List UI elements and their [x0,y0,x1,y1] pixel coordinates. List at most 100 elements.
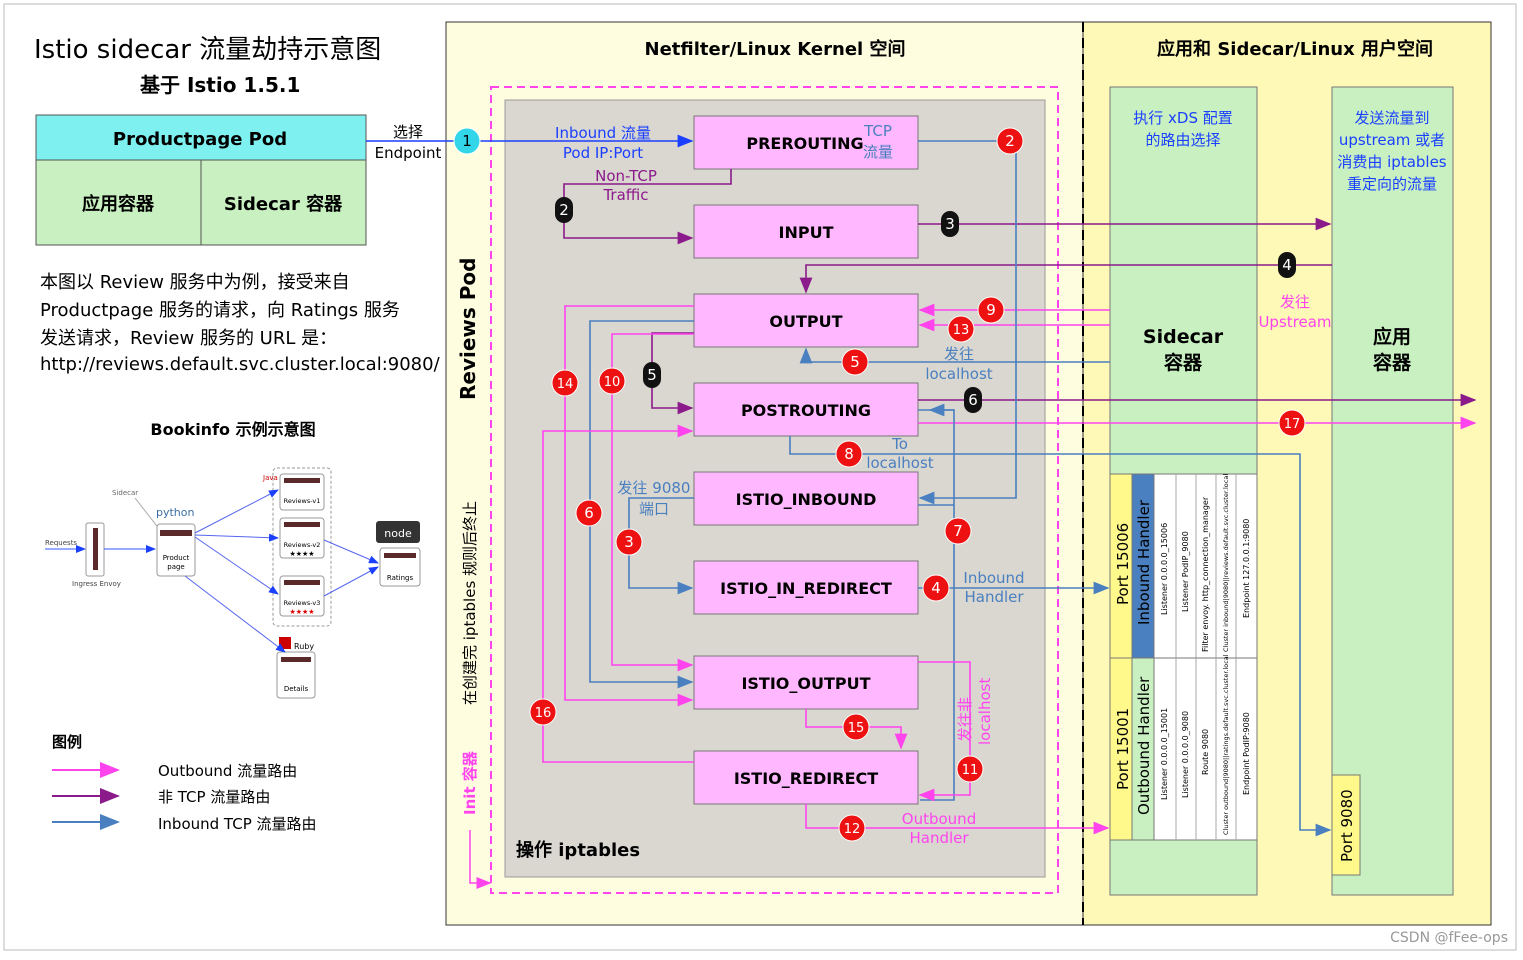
non-localhost-label: 发往非 [956,697,974,742]
inbound-detail: Cluster inbound|9080||reviews.default.sv… [1222,474,1230,652]
watermark: CSDN @fFee-ops [1390,930,1508,946]
step-marker: 6 [575,499,603,527]
step-number: 14 [557,377,574,392]
step-number: 9 [986,301,996,319]
legend-non-tcp: 非 TCP 流量路由 [158,788,270,806]
localhost-label: localhost [866,454,933,472]
sidecar-name: 容器 [1164,351,1203,374]
flow-line [918,661,971,802]
chain-label: ISTIO_INBOUND [736,490,877,509]
java-logo: Java [262,474,278,482]
step-marker: 5 [841,348,869,376]
step-marker: 1 [453,127,481,155]
bookinfo-title: Bookinfo 示例示意图 [150,420,315,439]
step-marker: 2 [996,127,1024,155]
page-title: Istio sidecar 流量劫持示意图 [34,35,381,65]
app-container-label: 应用容器 [82,193,155,215]
chain-istio-inbound: ISTIO_INBOUND [693,471,919,526]
step-number: 10 [604,375,621,390]
chain-label: PREROUTING [746,134,863,153]
app-container-box [1331,86,1454,896]
inbound-detail: Listener 0.0.0.0_15006 [1160,523,1169,615]
flow-line [789,436,1332,837]
ruby-logo: Ruby [294,642,314,651]
sidecar-name: Sidecar [1143,326,1224,348]
ingress-label: Ingress Envoy [72,580,121,588]
flow-labels: Inbound 流量 Pod IP:Port TCP 流量 Non-TCP Tr… [555,122,1332,847]
description: 本图以 Review 服务中为例，接受来自 Productpage 服务的请求，… [40,272,441,375]
legend-title: 图例 [52,733,82,751]
chain-postrouting: POSTROUTING [693,382,919,437]
route-choice-label: 执行 xDS 配置 [1133,109,1233,127]
upstream-label: Upstream [1258,313,1331,331]
ratings-mini-label: Ratings [387,574,414,582]
step-number: 13 [953,323,970,338]
step-marker: 3 [615,528,643,556]
inbound-detail: Listener PodIP_9080 [1181,531,1190,612]
step-number: 17 [1284,417,1301,432]
bookinfo-diagram: Bookinfo 示例示意图 Requests Ingress Envoy Si… [45,420,421,699]
step-marker: 14 [551,369,579,397]
step-number: 16 [535,706,552,721]
productpage-mini-label: page [167,563,184,571]
inbound-handler-flow-label: Inbound [963,569,1024,587]
step-marker: 8 [835,440,863,468]
step-number: 5 [850,353,860,371]
init-container-label: Init 容器 [461,750,479,815]
outbound-detail: Endpoint PodIP:9080 [1242,712,1251,795]
outbound-handler-label: Outbound Handler [1135,676,1153,815]
select-label: 选择 [393,123,423,141]
flow-line [805,804,1110,835]
flow-line [564,305,694,707]
route-choice-label: 的路由选择 [1145,131,1220,149]
step-marker: 4 [1278,252,1296,278]
pod-ip-port-label: Pod IP:Port [563,144,643,162]
sidecar-container-label: Sidecar 容器 [224,193,343,215]
productpage-mini-label: Product [163,554,190,562]
productpage-pod: Productpage Pod 应用容器 Sidecar 容器 [35,114,367,246]
flow-line [799,264,1332,294]
step-number: 7 [953,522,963,540]
inbound-detail: Endpoint 127.0.0.1:9080 [1242,519,1251,618]
outbound-detail: Listener 0.0.0.0_15001 [1160,708,1169,800]
outbound-detail: Route 9080 [1201,729,1210,775]
page-subtitle: 基于 Istio 1.5.1 [140,73,300,97]
chain-istio-redirect: ISTIO_REDIRECT [693,750,919,805]
chain-input: INPUT [693,204,919,259]
step-marker: 11 [956,755,984,783]
app-name: 应用 [1373,325,1411,348]
app-desc: 重定向的流量 [1347,175,1437,193]
app-name: 容器 [1373,351,1412,374]
non-localhost-label: localhost [976,678,994,745]
step-number: 6 [584,504,594,522]
chain-istio-output: ISTIO_OUTPUT [693,655,919,710]
traffic-label: Traffic [602,186,648,204]
step-number: 12 [844,822,861,837]
productpage-pod-title: Productpage Pod [113,129,287,150]
description-line: 发送请求，Review 服务的 URL 是： [40,328,337,349]
kernel-space-title: Netfilter/Linux Kernel 空间 [645,38,906,60]
node-logo: node [384,527,412,540]
reviews-pod-label: Reviews Pod [456,258,480,400]
step-marker: 17 [1278,409,1306,437]
description-line: Productpage 服务的请求，向 Ratings 服务 [40,300,400,321]
step-number: 3 [945,215,955,233]
to-label: To [891,435,908,453]
step-marker: 2 [555,197,573,223]
step-number: 4 [1282,256,1292,274]
app-desc: 消费由 iptables [1337,153,1446,171]
inbound-flow-label: Inbound 流量 [555,124,651,142]
sidecar-mini-label: Sidecar [112,489,138,497]
step-number: 2 [559,201,569,219]
chain-label: ISTIO_REDIRECT [734,769,878,788]
user-space-title: 应用和 Sidecar/Linux 用户空间 [1157,38,1433,60]
step-marker: 6 [964,387,982,413]
details-mini-label: Details [284,685,309,693]
to-localhost-label: 发往 [944,345,974,363]
port-15006: Port 15006 [1114,523,1132,605]
step-number: 4 [931,579,941,597]
outbound-handler-flow-label: Handler [909,829,969,847]
